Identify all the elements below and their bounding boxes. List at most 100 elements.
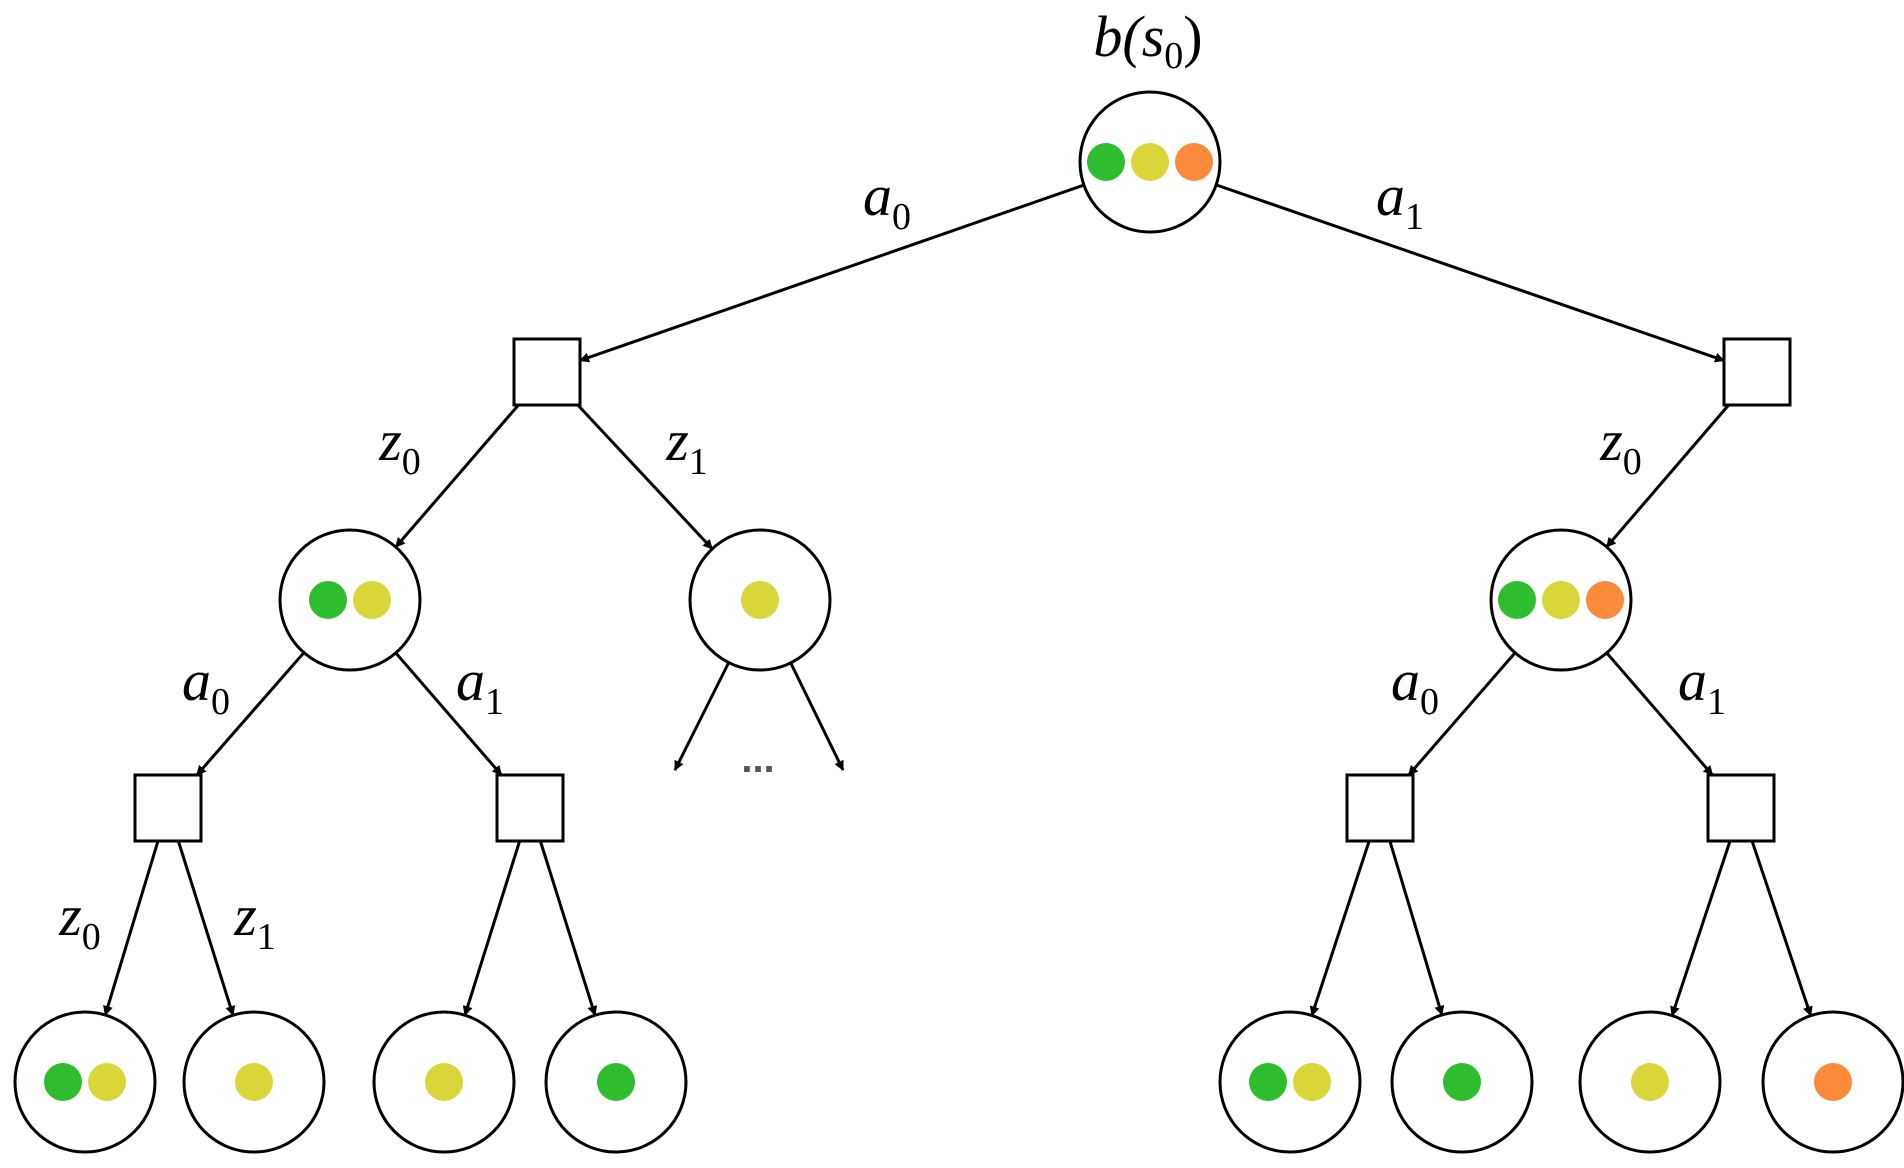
nodes-layer [13, 90, 1904, 1154]
edge-label-z0: z0 [58, 883, 101, 958]
edge-label-base: z [1599, 408, 1623, 473]
edge-label-sub: 1 [257, 916, 276, 958]
edge-L-z1-to-stub-right [789, 662, 845, 771]
root-label-base: b(s [1093, 4, 1164, 69]
state-dot-yellow [1293, 1063, 1331, 1101]
belief-circle [13, 1010, 157, 1154]
edge-root-to-A-a0 [579, 183, 1085, 363]
ellipsis-text: ... [741, 737, 774, 781]
state-dot-yellow [235, 1063, 273, 1101]
edge-label-sub: 1 [1707, 681, 1726, 723]
edge-label-base: a [456, 648, 485, 713]
state-dot-yellow [425, 1063, 463, 1101]
belief-node-L-a0-z1 [182, 1010, 326, 1154]
state-dot-orange [1175, 143, 1213, 181]
state-dot-green [597, 1063, 635, 1101]
state-dot-green [44, 1063, 82, 1101]
edge-root-to-A-a1 [1215, 183, 1725, 363]
state-dot-yellow [1542, 581, 1580, 619]
edge-label-a1: a1 [1678, 648, 1726, 723]
edge-A-L-a0-to-L-a0-z0 [103, 840, 160, 1016]
edge-label-sub: 0 [82, 916, 101, 958]
edge-label-base: a [1678, 648, 1707, 713]
edge-L-z0-to-A-L-a1 [394, 651, 503, 776]
edges-layer [103, 183, 1813, 1017]
state-dot-yellow [1131, 143, 1169, 181]
edge-label-base: a [182, 648, 211, 713]
edge-A-a0-to-L-z1 [576, 403, 714, 550]
root-label-close: ) [1183, 4, 1202, 69]
edge-A-R-a0-to-R-a0-z1 [1388, 840, 1445, 1016]
edge-label-a1: a1 [456, 648, 504, 723]
belief-circle [1218, 1010, 1362, 1154]
state-dot-green [1087, 143, 1125, 181]
edge-label-a0: a0 [863, 163, 911, 238]
state-dot-yellow [1631, 1063, 1669, 1101]
action-node-A-a1 [1722, 337, 1792, 407]
action-node-A-R-a0 [1345, 773, 1415, 843]
edge-label-base: z [378, 408, 402, 473]
belief-circle [278, 528, 422, 672]
edge-A-R-a0-to-R-a0-z0 [1309, 840, 1371, 1017]
edge-label-sub: 0 [1623, 441, 1642, 483]
action-node-A-L-a0 [133, 773, 203, 843]
belief-node-R-z0 [1489, 528, 1633, 672]
edge-label-z1: z1 [233, 883, 276, 958]
edge-A-R-a1-to-R-a1-z0 [1670, 840, 1732, 1017]
state-dot-yellow [88, 1063, 126, 1101]
belief-node-L-a0-z0 [13, 1010, 157, 1154]
state-dot-yellow [353, 581, 391, 619]
edge-label-sub: 0 [892, 196, 911, 238]
state-dot-green [1443, 1063, 1481, 1101]
edge-A-L-a1-to-L-a1-z0 [462, 840, 522, 1017]
edge-label-base: z [58, 883, 82, 948]
edge-label-sub: 0 [1420, 681, 1439, 723]
edge-label-a0: a0 [182, 648, 230, 723]
belief-node-R-a1-z1 [1761, 1010, 1904, 1154]
edge-label-base: a [863, 163, 892, 228]
edge-A-a1-to-R-z0 [1605, 404, 1730, 548]
belief-node-L-z1 [688, 528, 832, 672]
state-dot-yellow [741, 581, 779, 619]
edge-L-z1-to-stub-left [673, 661, 731, 771]
edge-A-a0-to-L-z0 [394, 404, 520, 549]
state-dot-green [309, 581, 347, 619]
belief-node-root [1078, 90, 1222, 234]
edge-label-sub: 1 [485, 681, 504, 723]
edge-label-base: z [665, 408, 689, 473]
edge-A-L-a1-to-L-a1-z1 [538, 840, 598, 1017]
action-node-A-R-a1 [1706, 773, 1776, 843]
state-dot-orange [1814, 1063, 1852, 1101]
edge-label-base: z [233, 883, 257, 948]
belief-node-L-a1-z0 [372, 1010, 516, 1154]
belief-node-R-a0-z1 [1390, 1010, 1534, 1154]
edge-label-z1: z1 [665, 408, 708, 483]
edge-label-a0: a0 [1391, 648, 1439, 723]
edge-label-sub: 1 [1405, 196, 1424, 238]
state-dot-green [1498, 581, 1536, 619]
edge-R-z0-to-A-R-a0 [1407, 651, 1517, 776]
edge-label-a1: a1 [1376, 163, 1424, 238]
edge-label-base: a [1376, 163, 1405, 228]
edge-R-z0-to-A-R-a1 [1605, 651, 1714, 776]
edge-label-sub: 0 [211, 681, 230, 723]
root-belief-label: b(s0) [1093, 4, 1202, 77]
belief-node-R-a1-z0 [1578, 1010, 1722, 1154]
edge-label-z0: z0 [1599, 408, 1642, 483]
edge-label-base: a [1391, 648, 1420, 713]
edge-label-sub: 0 [402, 441, 421, 483]
edge-A-L-a0-to-L-a0-z1 [176, 840, 236, 1017]
state-dot-green [1249, 1063, 1287, 1101]
edge-L-z0-to-A-L-a0 [195, 651, 306, 776]
action-node-A-L-a1 [495, 773, 565, 843]
edge-label-sub: 1 [689, 441, 708, 483]
action-node-A-a0 [512, 337, 582, 407]
belief-node-L-z0 [278, 528, 422, 672]
belief-node-L-a1-z1 [544, 1010, 688, 1154]
edge-A-R-a1-to-R-a1-z1 [1750, 840, 1813, 1017]
belief-node-R-a0-z0 [1218, 1010, 1362, 1154]
edge-label-z0: z0 [378, 408, 421, 483]
root-label-sub: 0 [1164, 35, 1183, 77]
